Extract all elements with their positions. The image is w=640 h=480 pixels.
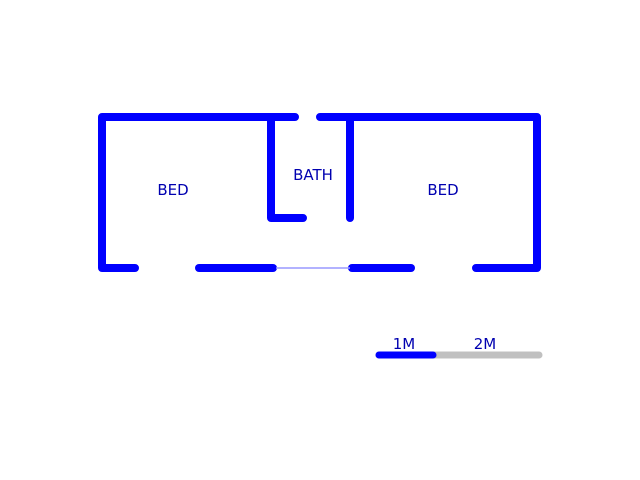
scale-bar: 1M 2M [375,335,543,359]
scale-label-2m: 2M [474,335,497,353]
wall-bath-left [267,117,307,222]
room-label-bed-right: BED [427,181,458,199]
room-label-bed-left: BED [157,181,188,199]
walls [98,113,541,272]
wall-top-right [316,113,541,272]
wall-top-left [98,113,299,272]
scale-label-1m: 1M [393,335,416,353]
room-label-bath: BATH [293,166,333,184]
